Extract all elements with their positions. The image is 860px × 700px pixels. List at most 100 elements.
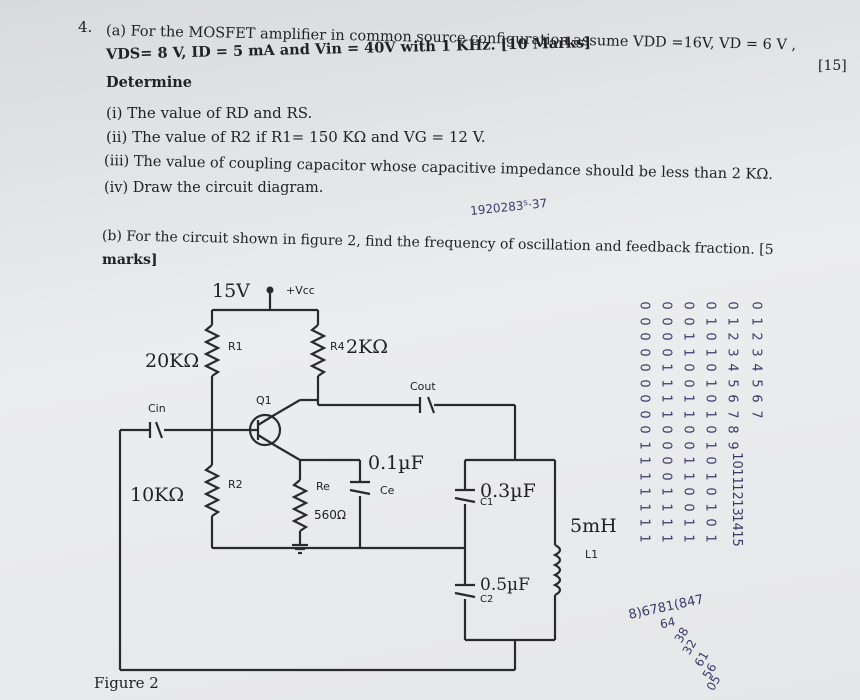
handwritten-digit: 1 bbox=[658, 394, 674, 403]
part-b-line-2: marks] bbox=[102, 252, 158, 268]
handwritten-digit: 0 bbox=[636, 363, 652, 372]
q1-label: Q1 bbox=[256, 394, 272, 407]
handwritten-digit: 8 bbox=[724, 425, 740, 434]
c1-value-label: 0.3µF bbox=[480, 480, 536, 502]
handwritten-digit: 1 bbox=[680, 456, 696, 465]
handwritten-digit: 1 bbox=[636, 456, 652, 465]
handwritten-digit: 0 bbox=[702, 425, 718, 434]
handwritten-digit: 2 bbox=[748, 332, 764, 341]
question-number: 4. bbox=[78, 18, 93, 36]
handwritten-digit: 0 bbox=[636, 347, 652, 357]
handwritten-digit: 4 bbox=[748, 363, 764, 372]
l1-name-label: L1 bbox=[585, 548, 599, 561]
r2-name-label: R2 bbox=[228, 478, 243, 491]
handwritten-digit: 0 bbox=[680, 440, 696, 450]
handwritten-digit: 3 bbox=[724, 347, 740, 357]
handwritten-digit: 1 bbox=[636, 471, 652, 481]
handwritten-digit: 3 bbox=[748, 347, 764, 357]
handwritten-digit: 0 bbox=[658, 347, 674, 357]
handwritten-digit: 1 bbox=[658, 409, 674, 419]
handwritten-digit: 2 bbox=[724, 332, 740, 341]
handwritten-digit: 0 bbox=[636, 409, 652, 419]
handwritten-digit: 1 bbox=[680, 347, 696, 357]
c2-name-label: C2 bbox=[480, 594, 494, 605]
marks-label: [15] bbox=[818, 58, 847, 74]
r1-name-label: R1 bbox=[228, 340, 243, 353]
c2-value-label: 0.5µF bbox=[480, 575, 530, 595]
re-value-label: 560Ω bbox=[314, 508, 347, 522]
handwritten-digit: 0 bbox=[636, 316, 652, 326]
item-4: (iv) Draw the circuit diagram. bbox=[104, 180, 324, 196]
cout-label: Cout bbox=[410, 380, 436, 393]
handwritten-digit: 1 bbox=[702, 409, 718, 419]
handwritten-digit: 0 bbox=[680, 502, 696, 512]
c1-name-label: C1 bbox=[480, 497, 494, 508]
handwritten-digit: 1 bbox=[680, 409, 696, 419]
handwritten-digit: 9 bbox=[724, 440, 740, 450]
handwritten-digit: 0 bbox=[702, 456, 718, 465]
handwritten-digit: 5 bbox=[748, 378, 764, 388]
handwritten-digit: 0 bbox=[702, 363, 718, 372]
handwritten-digit: 1 bbox=[636, 487, 652, 496]
r4-value-label: 2KΩ bbox=[346, 336, 389, 358]
handwritten-digit: 6 bbox=[748, 394, 764, 403]
handwritten-digit: 1 bbox=[680, 518, 696, 527]
handwritten-digit: 0 bbox=[658, 332, 674, 341]
handwritten-digit: 1 bbox=[636, 518, 652, 527]
handwritten-digit: 1 bbox=[636, 533, 652, 543]
supply-voltage-label: 15V bbox=[212, 280, 250, 302]
handwritten-digit: 0 bbox=[680, 316, 696, 326]
handwritten-digit: 0 bbox=[658, 440, 674, 450]
handwritten-digit: 5 bbox=[724, 378, 740, 388]
re-name-label: Re bbox=[316, 480, 330, 493]
handwritten-digit: 1 bbox=[748, 316, 764, 326]
handwritten-digit: 1 bbox=[702, 440, 718, 450]
ce-value-label: 0.1µF bbox=[368, 452, 424, 474]
handwritten-digit: 0 bbox=[636, 378, 652, 388]
item-1: (i) The value of RD and RS. bbox=[106, 104, 313, 122]
handwritten-digit: 0 bbox=[702, 394, 718, 403]
handwritten-digit: 1 bbox=[658, 518, 674, 527]
handwritten-digit: 10 bbox=[728, 452, 744, 469]
handwritten-digit: 1 bbox=[658, 363, 674, 372]
handwritten-digit: 1 bbox=[724, 316, 740, 326]
handwritten-digit: 0 bbox=[702, 487, 718, 496]
r1-value-label: 20KΩ bbox=[145, 350, 200, 372]
handwritten-digit: 4 bbox=[724, 363, 740, 372]
handwritten-digit: 0 bbox=[658, 316, 674, 326]
handwritten-digit: 0 bbox=[658, 425, 674, 434]
item-2: (ii) The value of R2 if R1= 150 KΩ and V… bbox=[106, 128, 486, 146]
handwritten-digit: 1 bbox=[680, 471, 696, 481]
handwritten-digit: 1 bbox=[680, 533, 696, 543]
handwritten-digit: 1 bbox=[702, 316, 718, 326]
handwritten-digit: 0 bbox=[748, 301, 764, 310]
handwritten-digit: 7 bbox=[748, 409, 764, 419]
handwritten-digit: 1 bbox=[658, 502, 674, 512]
handwritten-digit: 0 bbox=[680, 378, 696, 388]
handwritten-digit: 0 bbox=[702, 518, 718, 527]
handwritten-digit: 1 bbox=[658, 487, 674, 496]
ce-name-label: Ce bbox=[380, 484, 395, 497]
handwritten-digit: 1 bbox=[702, 378, 718, 388]
handwritten-digit: 1 bbox=[680, 332, 696, 341]
handwritten-digit: 1 bbox=[702, 502, 718, 512]
handwritten-digit: 6 bbox=[724, 394, 740, 403]
determine-label: Determine bbox=[106, 74, 192, 91]
handwritten-digit: 0 bbox=[658, 471, 674, 481]
handwritten-digit: 1 bbox=[680, 394, 696, 403]
r2-value-label: 10KΩ bbox=[130, 484, 185, 506]
handwritten-digit: 7 bbox=[724, 409, 740, 419]
handwritten-digit: 1 bbox=[636, 502, 652, 512]
figure-caption: Figure 2 bbox=[94, 674, 159, 692]
handwritten-digit: 11 bbox=[728, 467, 744, 485]
handwritten-digit: 0 bbox=[658, 301, 674, 310]
handwritten-digit: 0 bbox=[636, 394, 652, 403]
handwritten-digit: 0 bbox=[724, 301, 740, 310]
handwritten-digit: 0 bbox=[680, 487, 696, 496]
handwritten-digit: 0 bbox=[658, 456, 674, 465]
handwritten-digit: 0 bbox=[636, 332, 652, 341]
handwritten-digit: 1 bbox=[702, 471, 718, 481]
